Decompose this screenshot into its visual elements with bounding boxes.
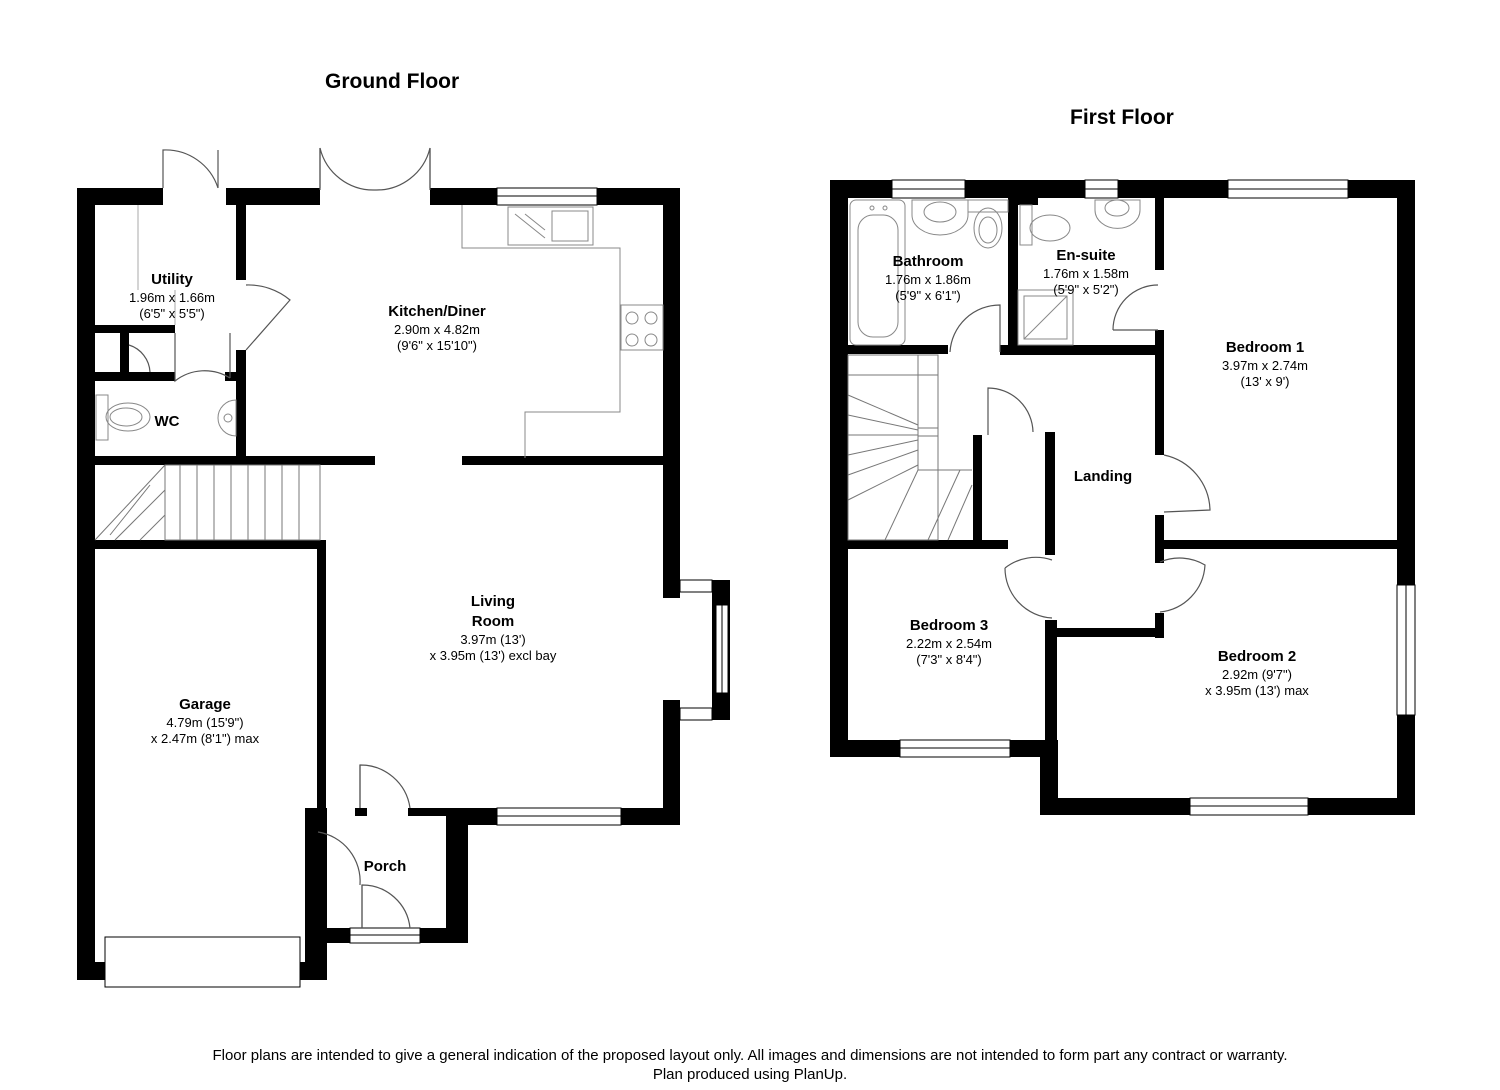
room-dim-imperial: x 3.95m (13') excl bay — [429, 648, 557, 663]
room-dim-metric: 3.97m (13') — [460, 632, 526, 647]
room-label-bedroom-3: Bedroom 3 2.22m x 2.54m (7'3" x 8'4") — [906, 616, 992, 668]
ground-stairs — [94, 464, 321, 541]
room-name: Porch — [363, 858, 407, 875]
bathroom-fixtures — [849, 199, 1009, 346]
first-outer-walls — [830, 180, 1415, 815]
room-label-kitchen-diner: Kitchen/Diner 2.90m x 4.82m (9'6" x 15'1… — [388, 302, 486, 354]
ground-floor-plan — [77, 147, 730, 988]
room-dim-metric: 2.22m x 2.54m — [906, 636, 992, 651]
ground-windows — [104, 187, 622, 988]
room-dim-metric: 1.76m x 1.58m — [1043, 266, 1129, 281]
room-label-porch: Porch — [364, 857, 407, 877]
room-dim-imperial: (5'9" x 5'2") — [1053, 282, 1119, 297]
room-dim-imperial: x 3.95m (13') max — [1205, 683, 1309, 698]
utility-fixtures — [137, 205, 176, 325]
room-name: En-suite — [1056, 247, 1116, 264]
room-name: Garage — [179, 696, 231, 713]
first-inner-walls — [848, 195, 1399, 745]
room-dim-imperial: (5'9" x 6'1") — [895, 288, 961, 303]
ground-inner-walls — [95, 188, 667, 935]
room-name: Living — [470, 593, 516, 610]
room-label-bedroom-2: Bedroom 2 2.92m (9'7") x 3.95m (13') max — [1205, 647, 1309, 699]
wc-fixtures — [95, 394, 237, 441]
room-name: Bathroom — [892, 253, 964, 270]
room-name: Utility — [151, 271, 193, 288]
room-name: Bedroom 1 — [1225, 339, 1305, 356]
room-dim-metric: 4.79m (15'9") — [166, 715, 244, 730]
first-windows — [891, 179, 1416, 816]
room-name: Bedroom 3 — [909, 617, 989, 634]
room-label-living-room: Living Room 3.97m (13') x 3.95m (13') ex… — [430, 592, 557, 664]
room-name: Kitchen/Diner — [388, 303, 486, 320]
room-label-wc: WC — [155, 412, 180, 432]
room-dim-imperial: (7'3" x 8'4") — [916, 652, 982, 667]
first-doors — [949, 284, 1211, 619]
disclaimer-text: Floor plans are intended to give a gener… — [212, 1047, 1288, 1064]
room-name: WC — [154, 413, 180, 430]
room-dim-metric: 2.90m x 4.82m — [393, 322, 480, 337]
ground-doors — [128, 147, 431, 929]
bay-window — [679, 579, 730, 721]
room-dim-metric: 3.97m x 2.74m — [1222, 358, 1308, 373]
ground-floor-title: Ground Floor — [325, 70, 460, 93]
room-label-landing: Landing — [1074, 467, 1132, 487]
room-dim-imperial: (6'5" x 5'5") — [139, 306, 205, 321]
room-name: Room — [471, 613, 515, 630]
kitchen-fixtures — [461, 205, 664, 458]
room-name: Landing — [1073, 468, 1133, 485]
first-floor-plan — [830, 179, 1416, 816]
room-dim-imperial: (13' x 9') — [1240, 374, 1290, 389]
room-dim-metric: 1.96m x 1.66m — [129, 290, 215, 305]
room-label-bedroom-1: Bedroom 1 3.97m x 2.74m (13' x 9') — [1222, 338, 1308, 390]
room-label-garage: Garage 4.79m (15'9") x 2.47m (8'1") max — [151, 695, 259, 747]
room-dim-imperial: (9'6" x 15'10") — [397, 338, 477, 353]
credit-text: Plan produced using PlanUp. — [652, 1066, 848, 1083]
disclaimer-footer: Floor plans are intended to give a gener… — [0, 1046, 1500, 1084]
room-dim-metric: 1.76m x 1.86m — [885, 272, 971, 287]
first-stairs — [847, 354, 973, 541]
room-label-en-suite: En-suite 1.76m x 1.58m (5'9" x 5'2") — [1043, 246, 1129, 298]
room-label-bathroom: Bathroom 1.76m x 1.86m (5'9" x 6'1") — [885, 252, 971, 304]
first-floor-title: First Floor — [1070, 106, 1174, 129]
ensuite-fixtures — [1017, 199, 1141, 346]
room-label-utility: Utility 1.96m x 1.66m (6'5" x 5'5") — [129, 270, 215, 322]
room-dim-imperial: x 2.47m (8'1") max — [150, 731, 260, 746]
room-name: Bedroom 2 — [1217, 648, 1297, 665]
room-dim-metric: 2.92m (9'7") — [1222, 667, 1292, 682]
